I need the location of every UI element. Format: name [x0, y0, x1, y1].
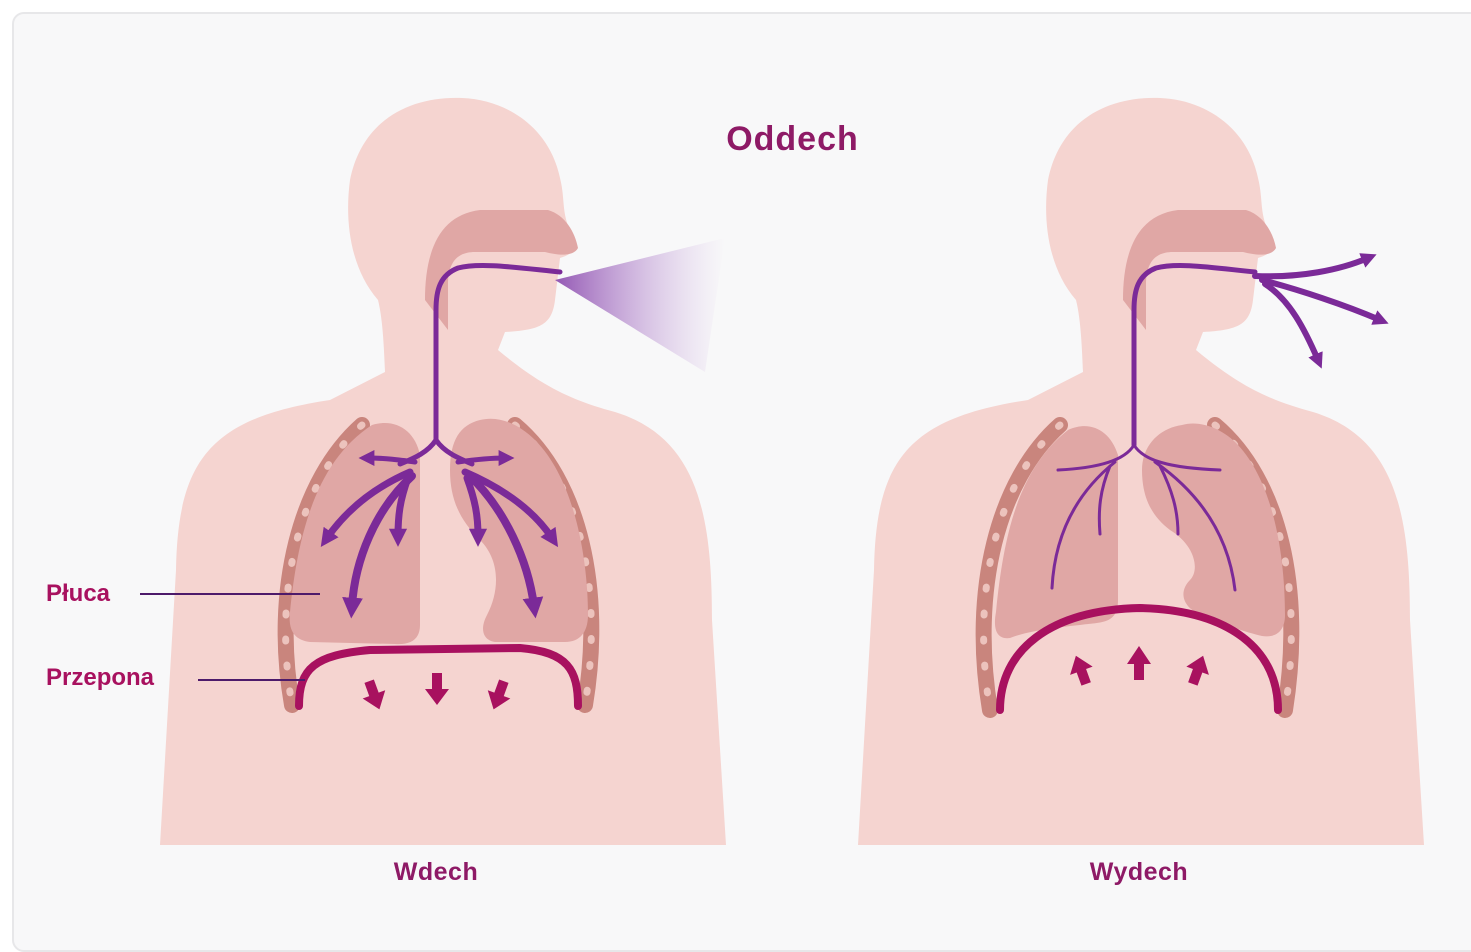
inhale-caption: Wdech — [336, 858, 536, 887]
inhaled-air — [555, 238, 725, 372]
lungs-label: Płuca — [46, 580, 110, 608]
exhale-caption: Wydech — [1039, 858, 1239, 887]
body-silhouette — [858, 98, 1424, 845]
body-silhouette — [160, 98, 726, 845]
exhale-figure — [858, 98, 1424, 845]
diaphragm-label: Przepona — [46, 664, 154, 692]
diagram-title: Oddech — [0, 120, 1471, 159]
exhale-air-arrows — [1255, 258, 1380, 360]
inhale-figure — [160, 98, 726, 845]
